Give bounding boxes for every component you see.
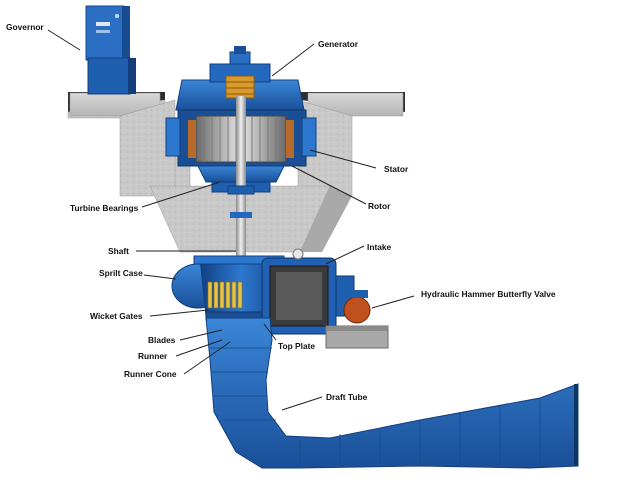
label-draft-tube: Draft Tube — [326, 392, 368, 402]
label-blades: Blades — [148, 335, 176, 345]
label-top-plate: Top Plate — [278, 341, 315, 351]
label-spiral-case: Sprilt Case — [99, 268, 143, 278]
label-runner: Runner — [138, 351, 168, 361]
shaft — [227, 96, 255, 256]
label-intake: Intake — [367, 242, 392, 252]
leader-lines — [47, 29, 415, 411]
draft-tube — [205, 317, 579, 469]
label-governor: Governor — [6, 22, 44, 32]
label-runner-cone: Runner Cone — [124, 369, 177, 379]
label-stator: Stator — [384, 164, 409, 174]
label-turbine-bearings: Turbine Bearings — [70, 203, 139, 213]
label-generator: Generator — [318, 39, 359, 49]
label-rotor: Rotor — [368, 201, 391, 211]
label-hydraulic-valve: Hydraulic Hammer Butterfly Valve — [421, 289, 556, 299]
labels: Governor Generator Stator Rotor Turbine … — [6, 22, 556, 402]
intake-valve — [261, 248, 389, 349]
label-shaft: Shaft — [108, 246, 129, 256]
label-wicket-gates: Wicket Gates — [90, 311, 143, 321]
governor-cabinet — [85, 5, 136, 95]
